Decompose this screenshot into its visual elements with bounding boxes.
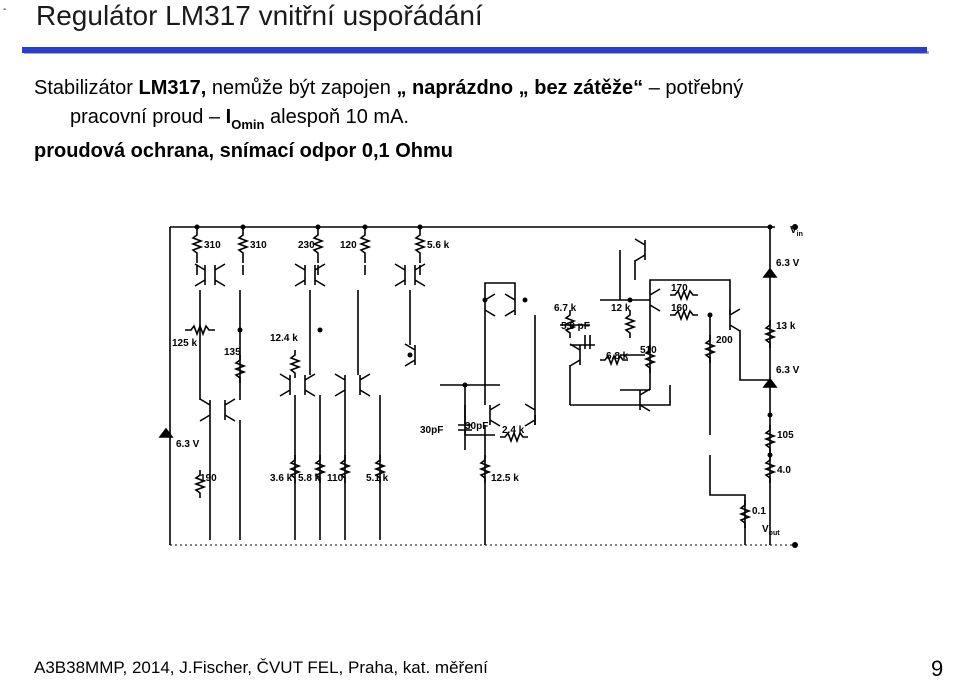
label-r5k8: 5.8 k <box>298 473 321 484</box>
label-r12k4: 12.4 k <box>270 333 298 344</box>
schematic-labels: 310 310 230 120 5.6 k 125 k 135 12.4 k 6… <box>172 225 803 537</box>
resistors-top <box>190 227 427 263</box>
title-rule <box>22 47 927 53</box>
zener-diodes <box>158 267 778 438</box>
label-r160: 160 <box>671 303 688 314</box>
footer-text: A3B38MMP, 2014, J.Fischer, ČVUT FEL, Pra… <box>34 658 488 677</box>
label-r4: 4.0 <box>777 465 791 476</box>
label-z63a: 6.3 V <box>176 439 200 450</box>
label-r310b: 310 <box>250 240 267 251</box>
label-r135: 135 <box>224 347 241 358</box>
label-r125k: 125 k <box>172 338 197 349</box>
label-r5k1: 5.1 k <box>366 473 389 484</box>
body-line-2: pracovní proud – IOmin alespoň 10 mA. <box>70 106 409 132</box>
label-vin: Vin <box>790 225 803 238</box>
label-r6k7: 6.7 k <box>554 303 577 314</box>
label-r6k8: 6.8 k <box>606 351 629 362</box>
label-r01: 0.1 <box>752 506 766 517</box>
line1-text-c: nemůže být zapojen <box>206 77 397 99</box>
label-r310a: 310 <box>204 240 221 251</box>
label-r5k6: 5.6 k <box>427 240 450 251</box>
label-r105: 105 <box>777 430 794 441</box>
label-r3k6: 3.6 k <box>270 473 293 484</box>
label-r200: 200 <box>716 335 733 346</box>
lm317-schematic: 310 310 230 120 5.6 k 125 k 135 12.4 k 6… <box>158 224 803 548</box>
label-r12k: 12 k <box>611 303 631 314</box>
body-line-1: Stabilizátor LM317, nemůže být zapojen „… <box>34 77 743 100</box>
capacitors <box>458 335 591 450</box>
label-r2k4: 2.4 k <box>502 425 525 436</box>
label-r120: 120 <box>340 240 357 251</box>
label-r190: 190 <box>200 473 217 484</box>
junction-dots <box>194 224 798 548</box>
label-r12k5: 12.5 k <box>491 473 519 484</box>
label-r13k: 13 k <box>776 321 796 332</box>
resistors-other <box>185 288 777 528</box>
label-c30a: 30pF <box>420 425 443 436</box>
page-number: 9 <box>931 656 944 681</box>
corner-mark: - <box>3 4 7 15</box>
line1-text-e: – potřebný <box>643 77 744 99</box>
line2-symbol: I <box>225 106 232 128</box>
label-z63b: 6.3 V <box>776 258 800 269</box>
line1-text-b: LM317, <box>138 77 207 99</box>
label-z63c: 6.3 V <box>776 365 800 376</box>
line2-text-c: alespoň 10 mA. <box>264 106 409 128</box>
label-r510: 510 <box>640 345 657 356</box>
label-vout: Vout <box>762 524 780 537</box>
line2-text-a: pracovní proud – <box>70 106 226 128</box>
transistors <box>194 238 741 427</box>
label-r110: 110 <box>327 473 344 484</box>
label-c30b: 30pF <box>465 421 488 432</box>
label-c5pf: 5.0 pF <box>561 321 590 332</box>
body-line-3: proudová ochrana, snímací odpor 0,1 Ohmu <box>34 140 453 162</box>
line2-subscript: Omin <box>231 117 265 132</box>
label-r230: 230 <box>298 240 315 251</box>
label-r170: 170 <box>671 283 688 294</box>
line1-text-a: Stabilizátor <box>34 77 139 99</box>
wires <box>196 227 771 545</box>
page-title: Regulátor LM317 vnitřní uspořádání <box>36 0 483 31</box>
line1-text-d: „ naprázdno „ bez zátěže“ <box>396 77 644 99</box>
